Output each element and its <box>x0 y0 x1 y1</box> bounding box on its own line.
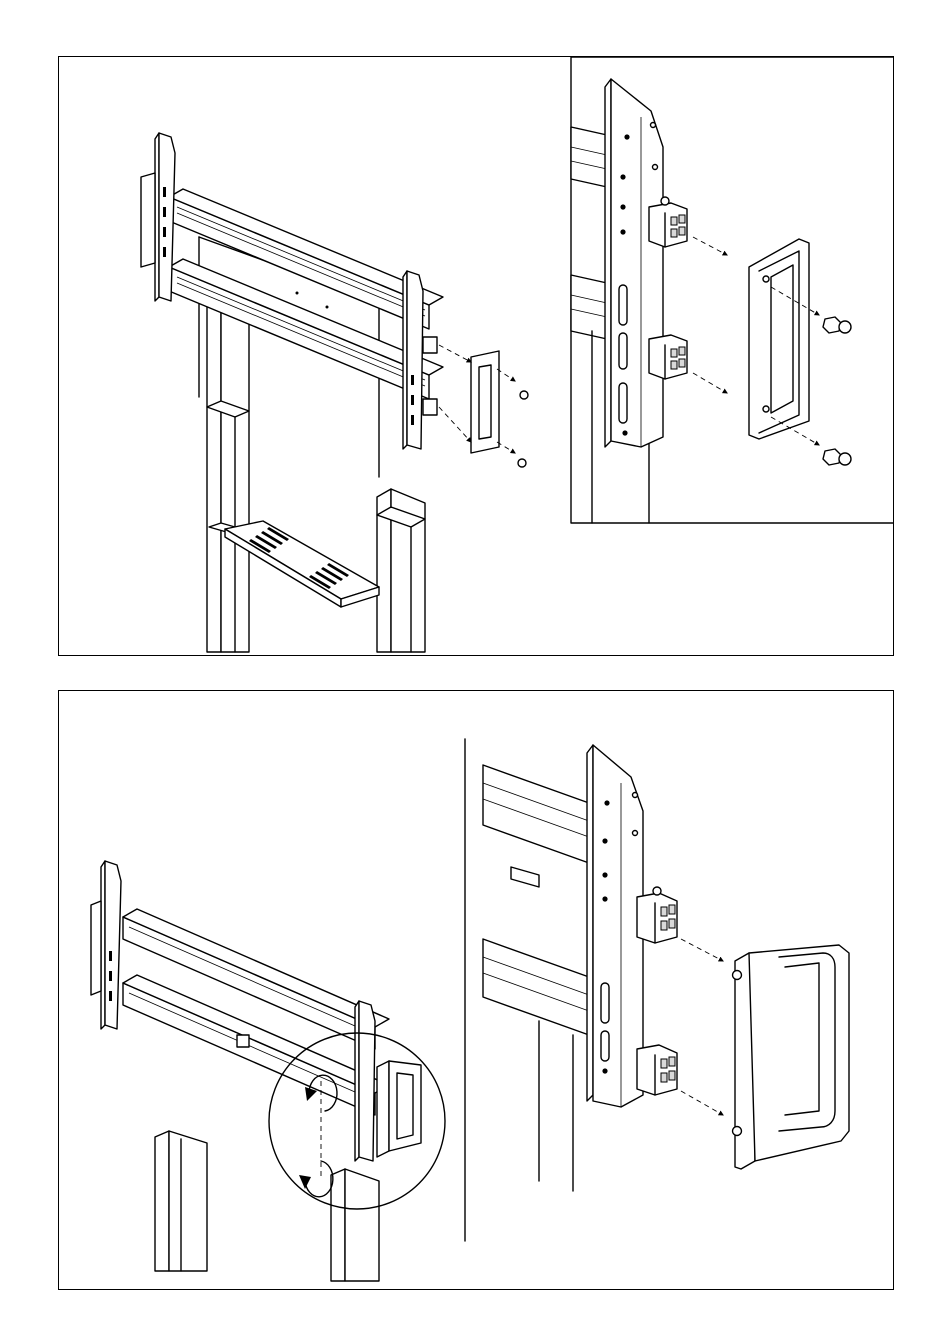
left-column-bottom <box>155 1131 207 1271</box>
right-column-bottom <box>331 1169 379 1281</box>
detail-crossbars <box>483 765 589 1191</box>
left-column <box>207 289 249 652</box>
detail-vertical-bracket <box>587 745 643 1107</box>
inset-spacer-lower <box>649 335 687 379</box>
stand-overview-bottom <box>91 739 465 1281</box>
handle-detached <box>471 351 499 453</box>
detail-handle <box>733 945 850 1169</box>
right-vesa-bracket <box>403 271 423 449</box>
handle-attached <box>377 1061 421 1157</box>
detail-inset <box>571 57 894 523</box>
right-vesa-bracket-bottom <box>355 1001 375 1161</box>
bottom-illustration-panel <box>58 690 894 1290</box>
stand-overview <box>141 133 528 652</box>
detail-spacer-lower <box>637 1045 677 1095</box>
left-vesa-bracket-bottom <box>91 861 121 1029</box>
top-panel-drawing <box>59 57 894 656</box>
bottom-panel-drawing <box>59 691 894 1290</box>
inset-screws <box>823 317 851 465</box>
inset-vertical-bracket <box>605 79 663 447</box>
top-illustration-panel <box>58 56 894 656</box>
left-vesa-bracket <box>141 133 175 301</box>
detail-view-bottom <box>483 745 849 1191</box>
screw-icon <box>518 391 528 467</box>
right-column <box>377 489 425 652</box>
inset-handle <box>749 239 809 439</box>
detail-spacer-upper <box>637 887 677 943</box>
